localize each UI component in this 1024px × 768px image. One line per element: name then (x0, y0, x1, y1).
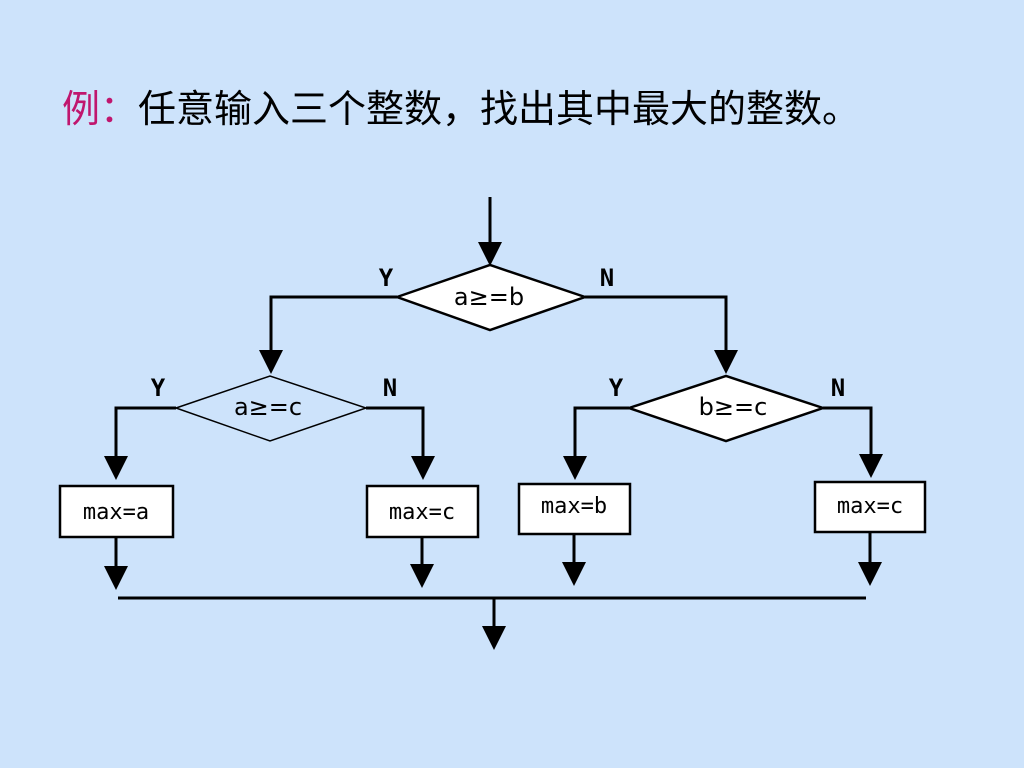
title-text: 任意输入三个整数，找出其中最大的整数。 (138, 87, 861, 131)
left-yes-connector (114, 406, 176, 458)
process-max-c-right-label: max=c (837, 494, 903, 519)
left-no-label: N (383, 374, 397, 402)
right-no-connector (823, 406, 873, 456)
process-max-a (58, 484, 175, 539)
right-yes-label: Y (609, 374, 624, 402)
top-yes-arrowhead (259, 350, 283, 374)
right-yes-connector (573, 406, 629, 458)
process-max-c-left (365, 484, 480, 539)
entry-arrowhead (478, 242, 502, 266)
right-no-arrowhead (859, 454, 883, 478)
right-yes-arrowhead (563, 456, 587, 480)
process-max-c-left-label: max=c (389, 500, 455, 525)
p3-out-arrowhead (562, 562, 586, 586)
exit-arrowhead (482, 626, 506, 650)
process-max-b-label: max=b (541, 494, 607, 519)
left-no-connector (366, 406, 425, 458)
top-no-connector (585, 295, 728, 352)
left-yes-arrowhead (104, 456, 128, 480)
title-prefix: 例： (62, 87, 139, 131)
right-no-label: N (831, 374, 845, 402)
decision-left-label: a≥=c (234, 393, 302, 421)
top-no-arrowhead (714, 350, 738, 374)
decision-right-label: b≥=c (699, 393, 768, 421)
process-max-c-right (813, 480, 927, 534)
top-yes-connector (269, 295, 397, 352)
p1-out-arrowhead (104, 566, 128, 590)
p2-out-arrowhead (410, 564, 434, 588)
p4-out-arrowhead (858, 562, 882, 586)
slide-title: 例：任意输入三个整数，找出其中最大的整数。 (62, 84, 860, 134)
top-yes-label: Y (379, 264, 394, 292)
left-yes-label: Y (151, 374, 166, 402)
top-no-label: N (600, 264, 614, 292)
process-max-a-label: max=a (83, 500, 149, 525)
left-no-arrowhead (411, 456, 435, 480)
decision-top-label: a≥=b (454, 283, 524, 311)
